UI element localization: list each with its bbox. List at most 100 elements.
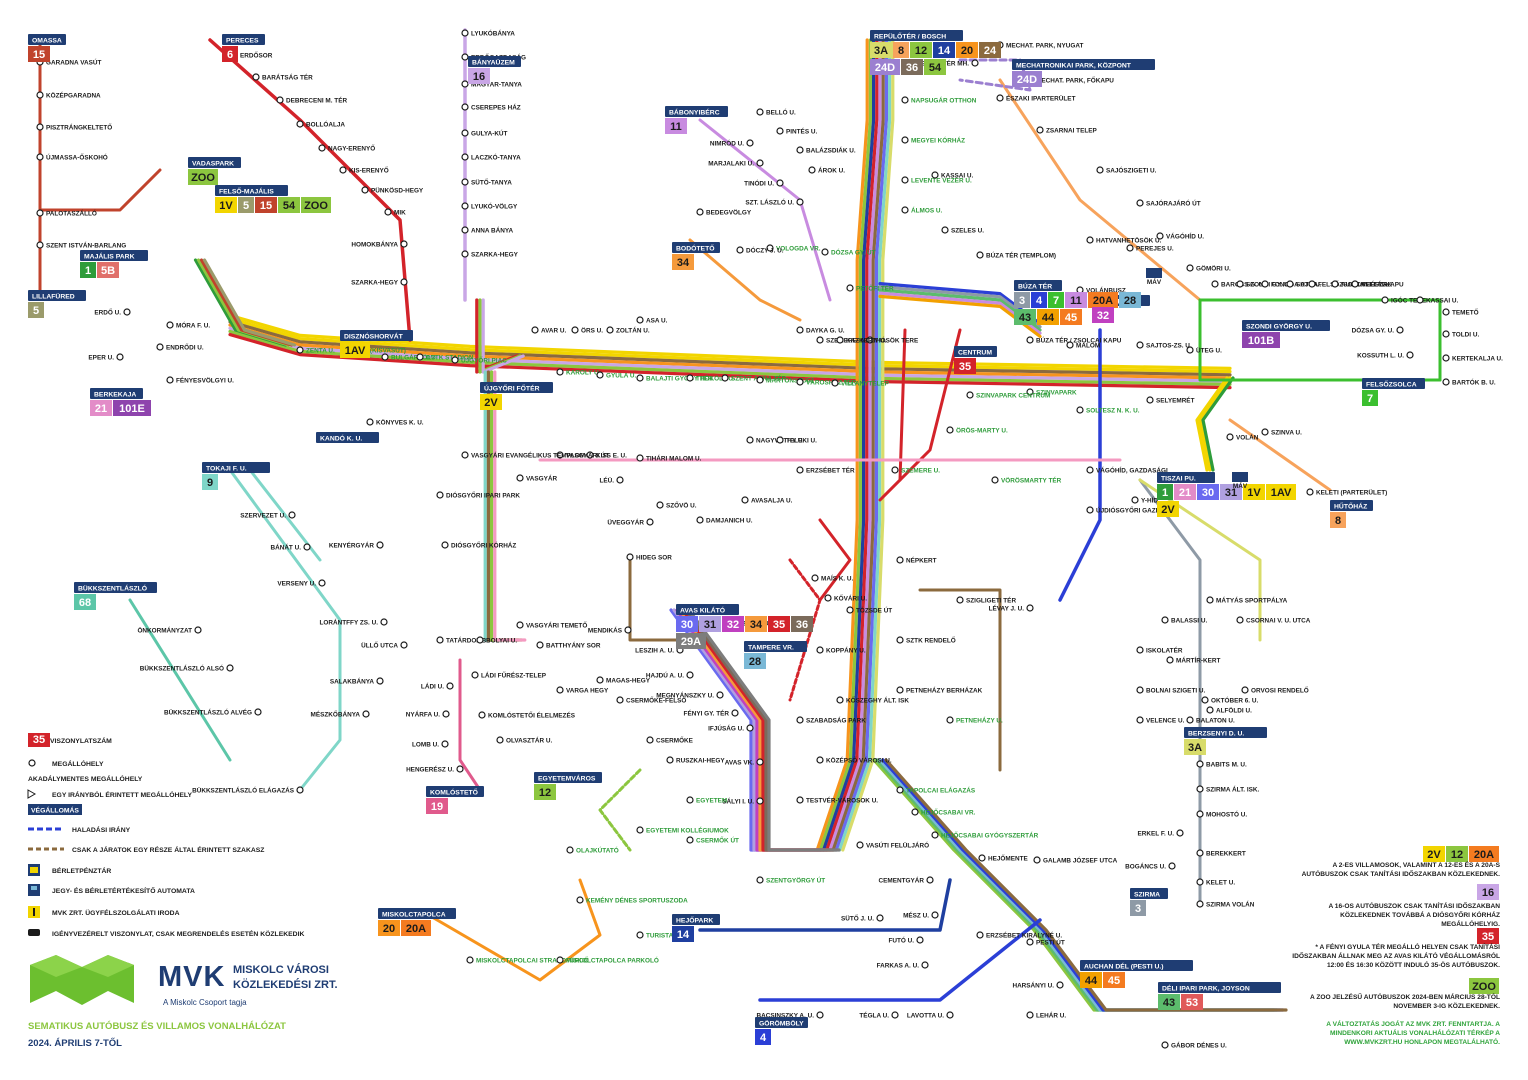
- stop-label: VÁROSHÁZ TÉR: [806, 377, 857, 386]
- stop-label: GULYA-KÚT: [471, 128, 508, 137]
- line-badge-label: 7: [1053, 295, 1059, 307]
- line-badge-label: 35: [33, 734, 45, 746]
- stop-marker: [796, 466, 804, 474]
- stop-marker: [1442, 378, 1450, 386]
- stop-label: ZSARNAI TELEP: [1046, 127, 1098, 134]
- terminal-box: [1012, 59, 1155, 70]
- stop-label: ORVOSI RENDELŐ: [1251, 685, 1309, 694]
- stop-marker: [1442, 308, 1450, 316]
- stop-label: LACZKÓ-TANYA: [471, 152, 521, 161]
- stop-marker: [901, 96, 909, 104]
- stop-marker: [646, 736, 654, 744]
- line-badge: [301, 197, 331, 213]
- stop-marker: [624, 626, 632, 634]
- line-badge-label: 54: [283, 200, 296, 212]
- stop-label: NAGY-ERENYŐ: [328, 143, 375, 152]
- line-badge: [1012, 71, 1042, 87]
- stop-marker: [1442, 354, 1450, 362]
- stop-label: MECHAT. PARK, NYUGAT: [1006, 42, 1083, 49]
- line-badge-label: 54: [929, 62, 942, 74]
- line-badge-label: 1: [85, 265, 91, 277]
- stop-marker: [746, 139, 754, 147]
- stop-label: PETNEHÁZY BERHÁZAK: [906, 685, 983, 694]
- line-badge-label: 20A: [1093, 295, 1113, 307]
- stop-marker: [226, 664, 234, 672]
- brand-line2: KÖZLEKEDÉSI ZRT.: [233, 979, 338, 991]
- stop-marker: [1196, 785, 1204, 793]
- line-badge: [28, 46, 50, 62]
- brand-name: MVK: [158, 961, 226, 993]
- route-line: [898, 328, 907, 482]
- stop-marker: [516, 474, 524, 482]
- stop-label: LYUKÓ-VÖLGY: [471, 201, 518, 210]
- line-badge-label: 31: [704, 619, 716, 631]
- stop-label: DÓZSA GY. ÚT: [831, 247, 876, 256]
- stop-marker: [1136, 646, 1144, 654]
- stop-marker: [123, 308, 131, 316]
- route-line: [698, 878, 952, 932]
- stop-markers: GARADNA VASÚTKÖZÉPGARADNAPISZTRÁNGKELTET…: [36, 28, 1503, 1049]
- stop-label: MECHAT. PARK, FŐKAPU: [1036, 75, 1114, 84]
- stop-marker: [1136, 716, 1144, 724]
- stop-label: ZOLTÁN U.: [616, 325, 650, 334]
- brand-block: MVK MISKOLC VÁROSI KÖZLEKEDÉSI ZRT. A Mi…: [28, 955, 348, 1065]
- stop-marker: [616, 696, 624, 704]
- stop-label: DIÓSGYŐRI IPARI PARK: [446, 490, 520, 499]
- line-badge: [1174, 484, 1196, 500]
- stop-label: LÁDI U.: [421, 681, 444, 690]
- stop-marker: [916, 936, 924, 944]
- stop-marker: [666, 756, 674, 764]
- terminal-box: [468, 56, 521, 67]
- stop-marker: [1236, 280, 1244, 288]
- stop-marker: [1166, 656, 1174, 664]
- line-badge-label: 101B: [1248, 335, 1274, 347]
- terminal-box: [316, 432, 379, 443]
- stop-marker: [931, 831, 939, 839]
- terminal-box: [755, 1017, 808, 1028]
- line-badge-label: 36: [906, 62, 918, 74]
- line-badge: [90, 400, 112, 416]
- stop-label: BOLLÓALJA: [306, 119, 345, 128]
- route-line: [228, 313, 1232, 370]
- stop-marker: [716, 691, 724, 699]
- terminal-box: [1130, 888, 1168, 899]
- stop-marker: [1206, 596, 1214, 604]
- stop-label: OLAJKÚTATÓ: [576, 845, 619, 854]
- stop-label: ÜTEG U.: [1196, 345, 1222, 354]
- stop-label: MALOM: [1076, 342, 1100, 349]
- route-line: [1195, 376, 1229, 472]
- terminal-name: OMASSA: [32, 37, 62, 44]
- stop-label: AVASALJA U.: [751, 497, 793, 504]
- route-line: [831, 38, 885, 852]
- stop-marker: [931, 911, 939, 919]
- line-badge-label: 15: [33, 49, 45, 61]
- stop-label: SZERVEZET U.: [240, 512, 286, 519]
- stop-label: HIDEG SOR: [636, 554, 672, 561]
- stop-label: LYUKÓBÁNYA: [471, 28, 515, 37]
- line-badge-label: 1V: [1247, 487, 1261, 499]
- stop-marker: [318, 579, 326, 587]
- stop-marker: [978, 854, 986, 862]
- stop-marker: [156, 343, 164, 351]
- stop-marker: [756, 376, 764, 384]
- stop-marker: [461, 202, 469, 210]
- terminal-name: FELSŐZSOLCA: [1366, 379, 1417, 388]
- stop-marker: [1286, 280, 1294, 288]
- line-badge: [468, 68, 490, 84]
- line-badge: [676, 633, 706, 649]
- stop-label: BACSINSZKY A. U.: [756, 1012, 814, 1019]
- stop-label: KŐVÁRI U.: [834, 593, 867, 602]
- line-badge: [1014, 309, 1036, 325]
- stop-label: MOHOSTÓ U.: [1206, 809, 1247, 818]
- stop-label: KELETI (PARTERÜLET): [1316, 487, 1387, 496]
- stop-label: ÚJGYŐRI PIAC: [461, 355, 507, 364]
- line-badge: [1184, 739, 1206, 755]
- stop-label: ALFÖLDI U.: [1216, 705, 1252, 714]
- stop-label: SÁLYI I. U.: [722, 796, 754, 805]
- stop-label: BELLÓ U.: [766, 107, 796, 116]
- stop-label: VASÚTI FELÜLJÁRÓ: [866, 840, 929, 849]
- line-badge: [97, 262, 119, 278]
- stop-label: NIMRÓD U.: [710, 138, 744, 147]
- stop-label: GÖMÖRI U.: [1196, 263, 1231, 272]
- stop-label: TATÁRDOMB: [446, 635, 487, 644]
